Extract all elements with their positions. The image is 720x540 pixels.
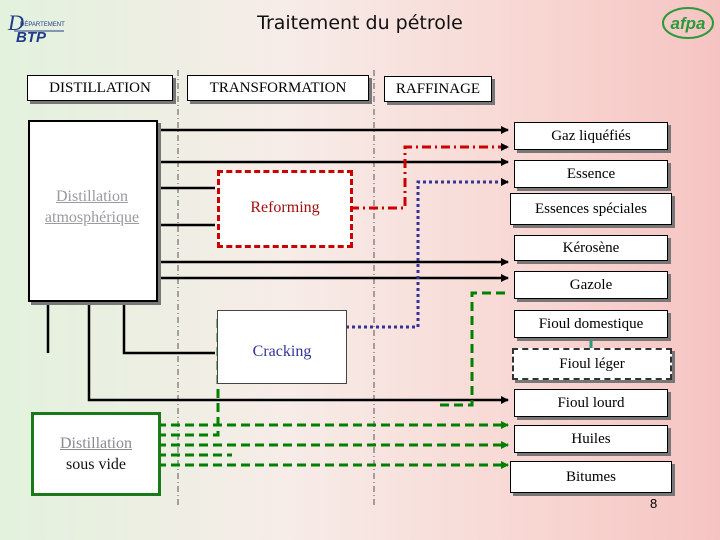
- page-number: 8: [650, 496, 658, 511]
- header-raffinage: RAFFINAGE: [384, 76, 492, 102]
- product-essence: Essence: [514, 160, 668, 188]
- svg-text:DÉPARTEMENT: DÉPARTEMENT: [20, 21, 65, 28]
- svg-text:BTP: BTP: [16, 29, 47, 44]
- cracking-output-path: [346, 178, 509, 329]
- atmospheric-distillation-label: Distillation atmosphérique: [44, 188, 140, 226]
- reforming-label: Reforming: [250, 199, 320, 216]
- reforming-unit: Reforming: [217, 170, 353, 248]
- product-essences-speciales: Essences spéciales: [510, 193, 672, 225]
- svg-text:D: D: [7, 10, 24, 35]
- cracking-unit: Cracking: [217, 310, 347, 384]
- product-kerosene: Kérosène: [514, 235, 668, 261]
- atmospheric-distillation-unit: Distillation atmosphérique: [28, 120, 158, 302]
- product-gaz-liquefies: Gaz liquéfiés: [514, 122, 668, 150]
- cracking-label: Cracking: [252, 343, 312, 360]
- product-fioul-domestique: Fioul domestique: [514, 310, 668, 338]
- vacuum-distillation-unit: Distillation sous vide: [31, 412, 161, 496]
- vacuum-distillation-label: Distillation sous vide: [34, 433, 158, 475]
- column-separator-lines: [177, 70, 375, 505]
- header-transformation: TRANSFORMATION: [187, 75, 369, 101]
- vacuum-label-line2: sous vide: [66, 456, 126, 473]
- departement-btp-logo: D DÉPARTEMENT BTP: [6, 8, 72, 44]
- header-distillation: DISTILLATION: [27, 75, 173, 101]
- reforming-output-path: [350, 143, 509, 210]
- afpa-logo: afpa: [660, 4, 716, 42]
- product-huiles: Huiles: [514, 425, 668, 453]
- vacuum-label-line1: Distillation: [60, 435, 132, 452]
- product-fioul-leger: Fioul léger: [512, 348, 672, 380]
- svg-text:afpa: afpa: [671, 14, 706, 33]
- product-bitumes: Bitumes: [510, 461, 672, 493]
- product-gazole: Gazole: [514, 271, 668, 299]
- product-fioul-lourd: Fioul lourd: [514, 389, 668, 417]
- slide-title: Traitement du pétrole: [257, 12, 463, 34]
- solid-flow-lines: [46, 126, 509, 404]
